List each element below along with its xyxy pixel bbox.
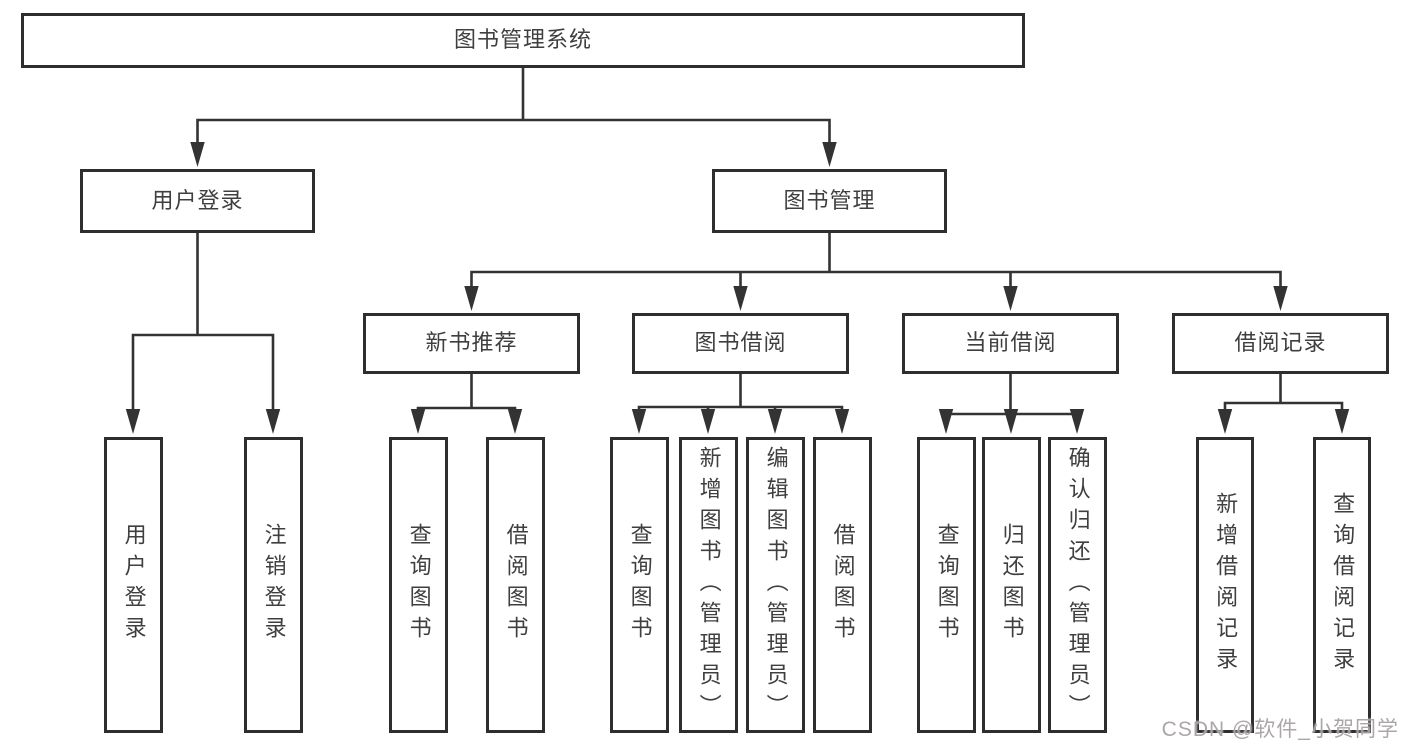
leaf-return-books-label: 归还图书 (999, 523, 1025, 647)
leaf-confirm-return-admin-label: 确认归还（管理员） (1065, 445, 1091, 725)
leaf-borrow-books-recommend-label: 借阅图书 (503, 523, 529, 647)
leaf-query-books-current-label: 查询图书 (934, 523, 960, 647)
leaf-query-borrow-record: 查询借阅记录 (1313, 437, 1371, 733)
leaf-edit-books-admin: 编辑图书（管理员） (746, 437, 805, 733)
node-book-management-label: 图书管理 (783, 187, 876, 213)
leaf-add-borrow-record: 新增借阅记录 (1196, 437, 1254, 733)
node-borrow-records-label: 借阅记录 (1234, 330, 1327, 356)
leaf-query-books-recommend: 查询图书 (389, 437, 448, 733)
node-book-borrow: 图书借阅 (632, 313, 849, 374)
leaf-query-books-current: 查询图书 (917, 437, 976, 733)
leaf-add-books-admin: 新增图书（管理员） (679, 437, 738, 733)
node-current-borrow-label: 当前借阅 (964, 330, 1057, 356)
node-borrow-records: 借阅记录 (1172, 313, 1389, 374)
node-current-borrow: 当前借阅 (902, 313, 1119, 374)
leaf-query-books-borrow: 查询图书 (610, 437, 669, 733)
leaf-query-borrow-record-label: 查询借阅记录 (1330, 492, 1356, 678)
node-new-book-recommend: 新书推荐 (363, 313, 580, 374)
csdn-watermark: CSDN @软件_小贺同学 (1161, 718, 1399, 741)
node-book-borrow-label: 图书借阅 (694, 330, 787, 356)
leaf-user-login: 用户登录 (104, 437, 163, 733)
node-user-login-label: 用户登录 (151, 187, 244, 213)
leaf-user-login-label: 用户登录 (121, 523, 147, 647)
leaf-borrow-books: 借阅图书 (813, 437, 872, 733)
leaf-add-borrow-record-label: 新增借阅记录 (1213, 492, 1239, 678)
leaf-query-books-borrow-label: 查询图书 (627, 523, 653, 647)
leaf-add-books-admin-label: 新增图书（管理员） (696, 445, 722, 725)
leaf-query-books-recommend-label: 查询图书 (406, 523, 432, 647)
leaf-borrow-books-recommend: 借阅图书 (486, 437, 545, 733)
node-library-system: 图书管理系统 (21, 13, 1025, 68)
leaf-confirm-return-admin: 确认归还（管理员） (1048, 437, 1107, 733)
node-new-book-recommend-label: 新书推荐 (425, 330, 518, 356)
leaf-logout-label: 注销登录 (261, 523, 287, 647)
leaf-borrow-books-label: 借阅图书 (830, 523, 856, 647)
node-library-system-label: 图书管理系统 (453, 27, 592, 53)
leaf-return-books: 归还图书 (982, 437, 1041, 733)
leaf-edit-books-admin-label: 编辑图书（管理员） (763, 445, 789, 725)
leaf-logout: 注销登录 (244, 437, 303, 733)
node-user-login: 用户登录 (80, 169, 315, 233)
node-book-management: 图书管理 (712, 169, 947, 233)
